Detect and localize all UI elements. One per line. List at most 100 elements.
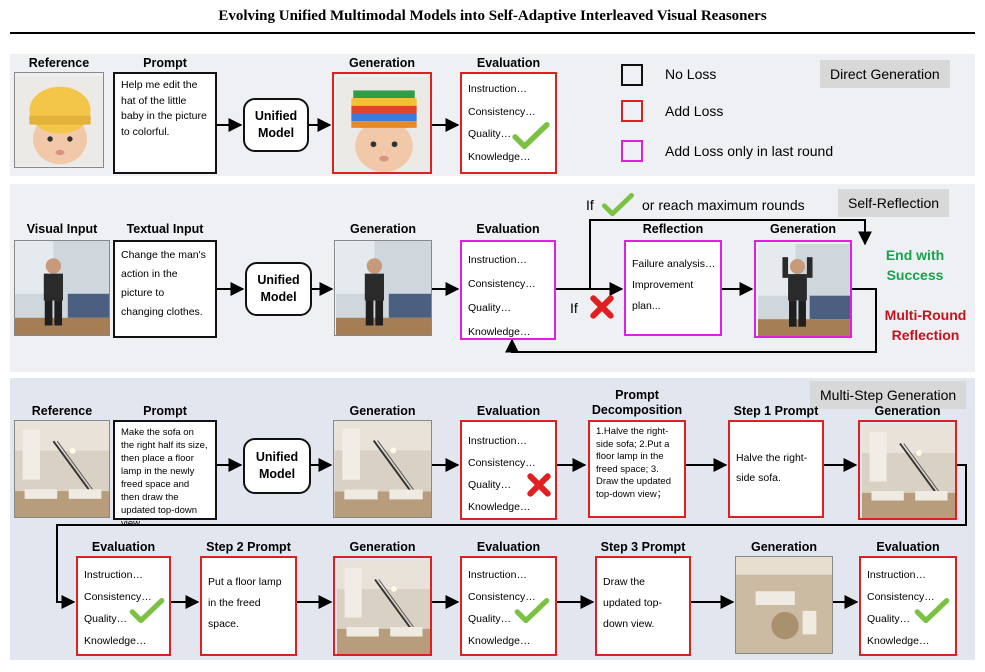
multi-line-2: Reflection xyxy=(891,327,960,343)
end-line-2: Success xyxy=(886,267,944,283)
step1-box: Halve the right-side sofa. xyxy=(728,420,824,518)
success-condition-text: or reach maximum rounds xyxy=(642,197,805,213)
legend-last-round-label: Add Loss only in last round xyxy=(665,143,834,159)
eval-quality: Quality… xyxy=(468,128,512,140)
arrow-success-loop xyxy=(589,219,872,289)
legend-add-loss-label: Add Loss xyxy=(665,103,724,119)
generation-header-4: Generation xyxy=(349,404,416,418)
eval-consistency: Consistency… xyxy=(468,591,536,603)
legend-add-loss-swatch xyxy=(621,100,643,122)
generation-header-5: Generation xyxy=(874,404,941,418)
eval-instruction: Instruction… xyxy=(468,435,527,447)
eval-instruction: Instruction… xyxy=(468,254,527,266)
eval-knowledge: Knowledge… xyxy=(867,635,930,647)
legend-last-round-swatch xyxy=(621,140,643,162)
decomposition-header-line1: Prompt xyxy=(615,388,659,402)
model-label-line2: Model xyxy=(260,290,297,304)
tag-self-reflection: Self-Reflection xyxy=(838,189,950,217)
evaluation-box-2: Instruction… Consistency… Quality… Knowl… xyxy=(460,240,556,340)
generation-room-image xyxy=(333,420,432,518)
step2-box: Put a floor lamp in the freed space. xyxy=(200,556,297,656)
decomposition-box: 1.Halve the right-side sofa; 2.Put a flo… xyxy=(588,420,686,518)
check-icon xyxy=(914,598,950,624)
generation-header-2: Generation xyxy=(350,222,416,236)
arrow-multi-round-loop xyxy=(505,288,877,353)
evaluation-header-2: Evaluation xyxy=(476,222,540,236)
prompt-header-3: Prompt xyxy=(143,404,187,418)
reflection-line-1: Failure analysis… xyxy=(632,258,716,270)
eval-instruction: Instruction… xyxy=(468,569,527,581)
decomposition-header-line2: Decomposition xyxy=(591,403,683,417)
eval-quality: Quality… xyxy=(468,302,512,314)
model-label-line1: Unified xyxy=(255,450,299,464)
eval-knowledge: Knowledge… xyxy=(84,635,147,647)
generation-header-6: Generation xyxy=(349,540,416,554)
eval-consistency: Consistency… xyxy=(84,591,152,603)
visual-input-header: Visual Input xyxy=(26,222,98,236)
model-label-line2: Model xyxy=(258,467,296,481)
success-condition-prefix: If xyxy=(586,197,594,213)
reference-baby-image xyxy=(14,72,104,168)
textual-input-box: Change the man's action in the picture t… xyxy=(113,240,217,338)
prompt-box: Help me edit the hat of the little baby … xyxy=(113,72,217,174)
evaluation-header-7: Evaluation xyxy=(876,540,940,554)
arrow-wrap-to-evaluation xyxy=(56,464,967,609)
tag-direct-generation: Direct Generation xyxy=(820,60,950,88)
eval-quality: Quality… xyxy=(84,613,128,625)
eval-knowledge: Knowledge… xyxy=(468,501,531,513)
check-icon xyxy=(512,122,550,150)
eval-quality: Quality… xyxy=(468,613,512,625)
reference-header: Reference xyxy=(28,56,90,70)
eval-knowledge: Knowledge… xyxy=(468,635,531,647)
check-icon xyxy=(514,598,550,624)
reference-room-image xyxy=(14,420,110,518)
cross-icon xyxy=(526,472,552,498)
eval-quality: Quality… xyxy=(468,479,512,491)
model-label-line1: Unified xyxy=(257,273,300,287)
generation-header-3: Generation xyxy=(770,222,836,236)
generation-topdown-image xyxy=(735,556,833,654)
step1-header: Step 1 Prompt xyxy=(733,404,819,418)
reflection-line-2: Improvement xyxy=(632,279,694,291)
check-icon xyxy=(129,598,165,624)
eval-consistency: Consistency… xyxy=(867,591,935,603)
generation-header-7: Generation xyxy=(751,540,817,554)
end-line-1: End with xyxy=(885,247,945,263)
generation-man-reflected-image xyxy=(754,240,852,338)
cross-icon xyxy=(589,294,615,320)
reference-header-3: Reference xyxy=(31,404,93,418)
evaluation-box-7: Instruction… Consistency… Quality… Knowl… xyxy=(859,556,957,656)
prompt-box-3: Make the sofa on the right half its size… xyxy=(113,420,217,529)
step3-box: Draw the updated top-down view. xyxy=(595,556,691,656)
generation-baby-image xyxy=(332,72,432,174)
eval-knowledge: Knowledge… xyxy=(468,326,531,338)
eval-consistency: Consistency… xyxy=(468,457,536,469)
eval-instruction: Instruction… xyxy=(84,569,143,581)
generation-man-image xyxy=(334,240,432,336)
legend-no-loss-label: No Loss xyxy=(665,66,717,82)
failure-condition-prefix: If xyxy=(570,300,578,316)
eval-instruction: Instruction… xyxy=(867,569,926,581)
eval-consistency: Consistency… xyxy=(468,278,536,290)
step2-header: Step 2 Prompt xyxy=(206,540,291,554)
model-label-line2: Model xyxy=(257,126,295,140)
prompt-header: Prompt xyxy=(143,56,187,70)
evaluation-header: Evaluation xyxy=(476,56,541,70)
step3-header: Step 3 Prompt xyxy=(600,540,686,554)
reflection-line-3: plan... xyxy=(632,300,661,312)
evaluation-header-4: Evaluation xyxy=(476,404,541,418)
generation-room-step1-image xyxy=(858,420,957,520)
reflection-header: Reflection xyxy=(642,222,704,236)
textual-input-header: Textual Input xyxy=(126,222,204,236)
multi-line-1: Multi-Round xyxy=(884,307,967,323)
visual-input-man-image xyxy=(14,240,110,336)
reflection-box: Failure analysis… Improvement plan... xyxy=(624,240,722,336)
eval-knowledge: Knowledge… xyxy=(468,150,531,163)
check-icon xyxy=(602,193,634,217)
